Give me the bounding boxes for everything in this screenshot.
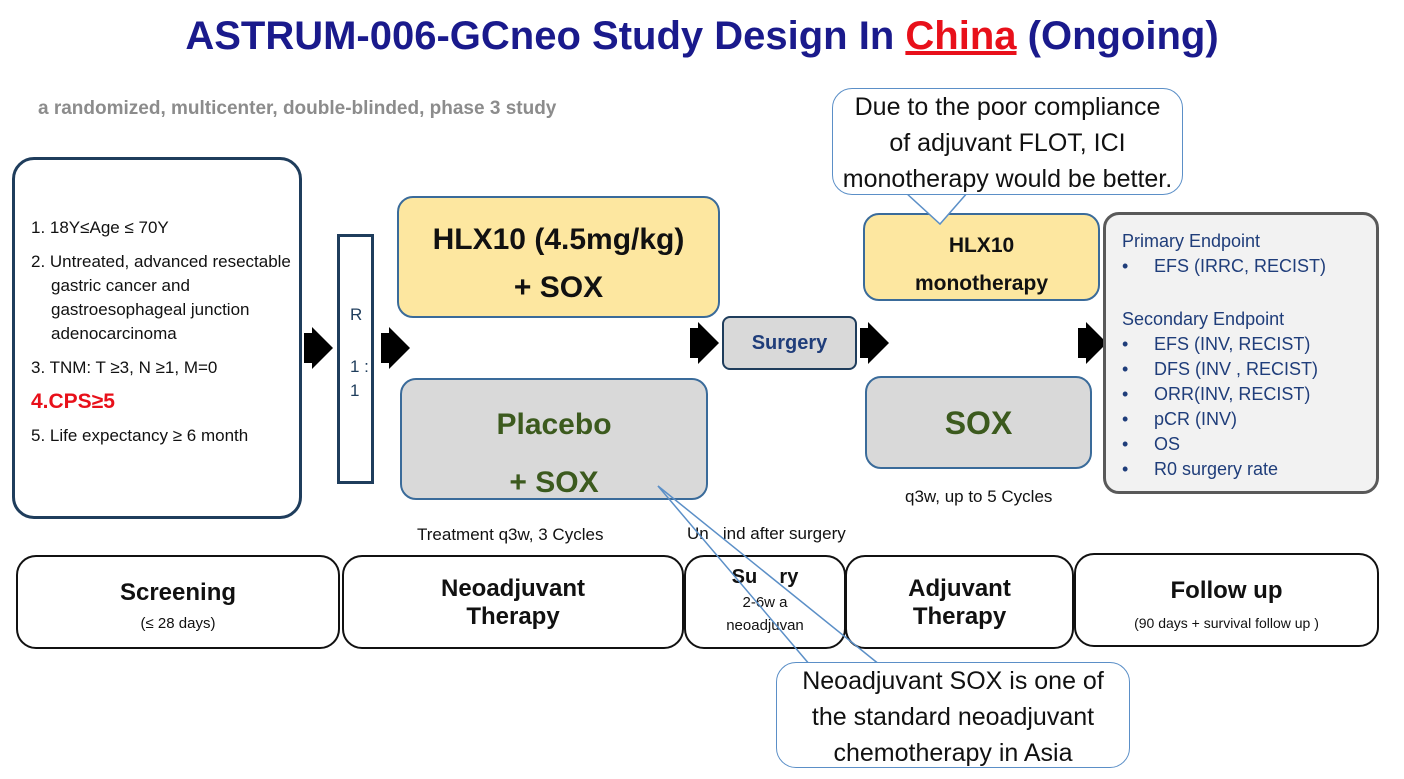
- secondary-endpoint-item: •EFS (INV, RECIST): [1122, 332, 1376, 357]
- randomization-letter: R: [350, 305, 363, 324]
- secondary-endpoint-item: •DFS (INV , RECIST): [1122, 357, 1376, 382]
- secondary-endpoint-title: Secondary Endpoint: [1122, 309, 1285, 329]
- neoadjuvant-hlx10-arm: HLX10 (4.5mg/kg) + SOX: [397, 196, 720, 318]
- criterion-tnm: 3. TNM: T ≥3, N ≥1, M=0: [31, 358, 218, 377]
- stage-adjuvant: Adjuvant Therapy: [845, 555, 1074, 649]
- adjuvant-arm1-drug: HLX10: [948, 234, 1015, 257]
- callout-top-line-1: Due to the poor compliance: [854, 93, 1161, 121]
- callout-top-line-2: of adjuvant FLOT, ICI: [889, 129, 1126, 157]
- stage-neoadjuvant-title-2: Therapy: [466, 603, 560, 630]
- callout-adjuvant-compliance: Due to the poor compliance of adjuvant F…: [832, 88, 1183, 195]
- callout-neoadjuvant-sox: Neoadjuvant SOX is one of the standard n…: [776, 662, 1130, 768]
- criterion-life-expectancy: 5. Life expectancy ≥ 6 month: [31, 426, 249, 445]
- callout-bottom-line-2: the standard neoadjuvant: [811, 703, 1095, 731]
- bottom-callout-line-2: [657, 485, 881, 666]
- arm1-combo: + SOX: [513, 271, 604, 304]
- stage-adjuvant-title-1: Adjuvant: [908, 575, 1011, 602]
- callout-top-line-3: monotherapy would be better.: [842, 165, 1173, 193]
- callout-bottom-line-3: chemotherapy in Asia: [833, 739, 1073, 767]
- criterion-cps: 4.CPS≥5: [31, 390, 115, 413]
- arrow-right-icon: [1078, 322, 1107, 364]
- neoadjuvant-placebo-arm: Placebo + SOX: [400, 378, 708, 500]
- bottom-callout-line-1: [657, 485, 811, 666]
- stage-surgery: Su ry 2-6w a neoadjuvan: [684, 555, 846, 649]
- stage-follow-up-title: Follow up: [1170, 577, 1283, 604]
- adjuvant-arm1-type: monotherapy: [914, 272, 1048, 295]
- endpoints-box: Primary Endpoint •EFS (IRRC, RECIST) Sec…: [1103, 212, 1379, 494]
- stage-surgery-sub-2: neoadjuvan: [726, 617, 804, 634]
- randomization-ratio-top: 1 :: [350, 357, 369, 376]
- secondary-endpoint-item: •OS: [1122, 432, 1376, 457]
- adjuvant-sox-arm: SOX: [865, 376, 1092, 469]
- arm2-drug: Placebo: [496, 408, 612, 441]
- surgery-label: Surgery: [751, 332, 828, 354]
- adjuvant-hlx10-arm: HLX10 monotherapy: [863, 213, 1100, 301]
- title-suffix: (Ongoing): [1016, 14, 1219, 58]
- stage-screening-title: Screening: [119, 579, 237, 606]
- inclusion-criteria-box: 1. 18Y≤Age ≤ 70Y 2. Untreated, advanced …: [12, 157, 302, 519]
- title-main: ASTRUM-006-GCneo Study Design In: [185, 14, 906, 58]
- arm2-combo: + SOX: [509, 466, 599, 499]
- criterion-diagnosis: 2. Untreated, advanced resectable gastri…: [31, 252, 291, 343]
- stage-screening: Screening (≤ 28 days): [16, 555, 340, 649]
- criterion-age: 1. 18Y≤Age ≤ 70Y: [31, 218, 169, 237]
- neoadjuvant-caption: Treatment q3w, 3 Cycles: [417, 525, 604, 544]
- surgery-box: Surgery: [722, 316, 857, 370]
- callout-bottom-line-1: Neoadjuvant SOX is one of: [802, 667, 1104, 695]
- stage-follow-up: Follow up (90 days + survival follow up …: [1074, 553, 1379, 647]
- study-subtitle: a randomized, multicenter, double-blinde…: [38, 98, 557, 119]
- bullet-icon: •: [1122, 459, 1129, 479]
- stage-screening-sub: (≤ 28 days): [140, 615, 216, 632]
- adjuvant-arm2-drug: SOX: [944, 405, 1013, 441]
- arrow-right-icon: [860, 322, 889, 364]
- stage-neoadjuvant-title-1: Neoadjuvant: [440, 575, 586, 602]
- bullet-icon: •: [1122, 359, 1129, 379]
- stage-neoadjuvant: Neoadjuvant Therapy: [342, 555, 684, 649]
- arm1-drug: HLX10 (4.5mg/kg): [432, 223, 685, 256]
- primary-endpoint-item: •EFS (IRRC, RECIST): [1122, 254, 1376, 279]
- secondary-endpoint-item: •R0 surgery rate: [1122, 457, 1376, 482]
- arrow-right-icon: [304, 327, 333, 369]
- arrow-right-icon: [690, 322, 719, 364]
- bullet-icon: •: [1122, 256, 1129, 276]
- arrow-right-icon: [381, 327, 410, 369]
- randomization-box: R 1 : 1: [337, 234, 374, 484]
- stage-follow-up-sub: (90 days + survival follow up ): [1134, 615, 1319, 631]
- randomization-ratio-bottom: 1: [350, 381, 360, 400]
- secondary-endpoint-item: •pCR (INV): [1122, 407, 1376, 432]
- title-highlight: China: [905, 14, 1017, 58]
- primary-endpoint-title: Primary Endpoint: [1122, 231, 1261, 251]
- bullet-icon: •: [1122, 334, 1129, 354]
- stage-adjuvant-title-2: Therapy: [912, 603, 1007, 630]
- bullet-icon: •: [1122, 434, 1129, 454]
- bullet-icon: •: [1122, 384, 1129, 404]
- adjuvant-caption: q3w, up to 5 Cycles: [905, 487, 1053, 506]
- secondary-endpoint-item: •ORR(INV, RECIST): [1122, 382, 1376, 407]
- page-title: ASTRUM-006-GCneo Study Design In China (…: [0, 14, 1404, 59]
- stage-surgery-title: Su ry: [731, 566, 799, 588]
- bullet-icon: •: [1122, 409, 1129, 429]
